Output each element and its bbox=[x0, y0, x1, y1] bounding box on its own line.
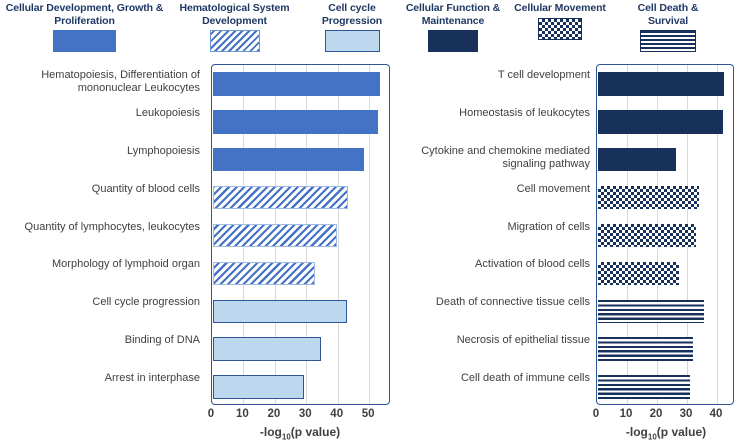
x-tick-label: 0 bbox=[592, 408, 600, 420]
bar[interactable] bbox=[213, 223, 338, 248]
bar[interactable] bbox=[598, 185, 700, 210]
legend-item-cellular-function: Cellular Function & Maintenance bbox=[398, 2, 508, 52]
legend-item-cellular-development: Cellular Development, Growth & Prolifera… bbox=[2, 2, 167, 52]
legend-label: Cellular Function & Maintenance bbox=[405, 2, 501, 27]
bar[interactable] bbox=[598, 337, 693, 361]
category-label: Quantity of lymphocytes, leukocytes bbox=[24, 220, 200, 233]
plot-area-right bbox=[596, 64, 734, 405]
x-tick-label: 30 bbox=[298, 408, 312, 420]
bar[interactable] bbox=[213, 337, 322, 361]
legend-label: Hematological System Development bbox=[179, 2, 290, 27]
bar[interactable] bbox=[598, 72, 724, 96]
bar[interactable] bbox=[213, 147, 364, 172]
bar[interactable] bbox=[598, 147, 676, 172]
bar[interactable] bbox=[213, 261, 316, 286]
legend-item-cellular-movement: Cellular Movement bbox=[512, 2, 608, 40]
bar[interactable] bbox=[598, 299, 705, 324]
category-label: Activation of blood cells bbox=[475, 258, 590, 271]
category-label: Cell cycle progression bbox=[92, 296, 200, 309]
x-tick-label: 20 bbox=[649, 408, 663, 420]
legend-swatch-checkerboard bbox=[538, 17, 582, 40]
category-label: Binding of DNA bbox=[124, 334, 200, 347]
legend-item-cell-cycle: Cell cycle Progression bbox=[303, 2, 401, 52]
category-label: T cell development bbox=[497, 68, 590, 81]
bar[interactable] bbox=[598, 261, 679, 286]
x-tick-label: 40 bbox=[330, 408, 344, 420]
x-axis-title-right: -log10(p value) bbox=[625, 425, 707, 442]
legend-swatch-diagonal-blue bbox=[209, 30, 260, 52]
legend-swatch-light-blue bbox=[324, 30, 380, 52]
legend-label: Cellular Movement bbox=[514, 2, 606, 14]
category-label: Leukopoiesis bbox=[135, 106, 200, 119]
bar[interactable] bbox=[598, 110, 723, 134]
legend-swatch-horizontal-stripes bbox=[640, 30, 696, 52]
category-label: Cell movement bbox=[516, 182, 590, 195]
x-axis-title-left: -log10(p value) bbox=[259, 425, 341, 442]
category-label: Arrest in interphase bbox=[104, 372, 200, 385]
x-tick-label: 30 bbox=[679, 408, 693, 420]
category-label: Migration of cells bbox=[507, 220, 590, 233]
bar[interactable] bbox=[213, 185, 349, 210]
category-label: Lymphopoiesis bbox=[127, 144, 200, 157]
gridline bbox=[337, 65, 339, 404]
category-label: Homeostasis of leukocytes bbox=[459, 106, 590, 119]
bar[interactable] bbox=[598, 223, 697, 248]
category-label: Necrosis of epithelial tissue bbox=[456, 334, 590, 347]
bar[interactable] bbox=[213, 375, 305, 399]
gridline bbox=[369, 65, 371, 404]
category-label: Cytokine and chemokine mediated signalin… bbox=[421, 144, 590, 170]
x-tick-label: 10 bbox=[619, 408, 633, 420]
category-label: Quantity of blood cells bbox=[91, 182, 200, 195]
legend-swatch-solid-medium-blue bbox=[53, 30, 116, 52]
legend-swatch-navy bbox=[428, 30, 478, 52]
legend-item-hematological-system: Hematological System Development bbox=[168, 2, 301, 52]
legend-label: Cell cycle Progression bbox=[321, 2, 383, 27]
plot-area-left bbox=[211, 64, 390, 405]
x-tick-label: 20 bbox=[267, 408, 281, 420]
bar[interactable] bbox=[213, 72, 380, 96]
chart-left: Hematopoiesis, Differentiation of mononu… bbox=[4, 60, 390, 442]
legend-label: Cellular Development, Growth & Prolifera… bbox=[5, 2, 164, 27]
legend: Cellular Development, Growth & Prolifera… bbox=[0, 0, 738, 60]
x-tick-label: 10 bbox=[236, 408, 249, 420]
legend-item-cell-death: Cell Death & Survival bbox=[620, 2, 716, 52]
x-tick-label: 40 bbox=[709, 408, 723, 420]
category-labels-left: Hematopoiesis, Differentiation of mononu… bbox=[4, 60, 200, 405]
x-tick-label: 50 bbox=[361, 408, 375, 420]
legend-label: Cell Death & Survival bbox=[637, 2, 699, 27]
category-label: Cell death of immune cells bbox=[460, 372, 590, 385]
bar[interactable] bbox=[598, 375, 691, 399]
gridline bbox=[717, 65, 718, 404]
category-label: Death of connective tissue cells bbox=[435, 296, 590, 309]
category-label: Hematopoiesis, Differentiation of mononu… bbox=[41, 68, 200, 94]
x-tick-label: 0 bbox=[207, 408, 215, 420]
bar[interactable] bbox=[213, 299, 347, 324]
category-label: Morphology of lymphoid organ bbox=[52, 258, 200, 271]
bar[interactable] bbox=[213, 110, 378, 134]
